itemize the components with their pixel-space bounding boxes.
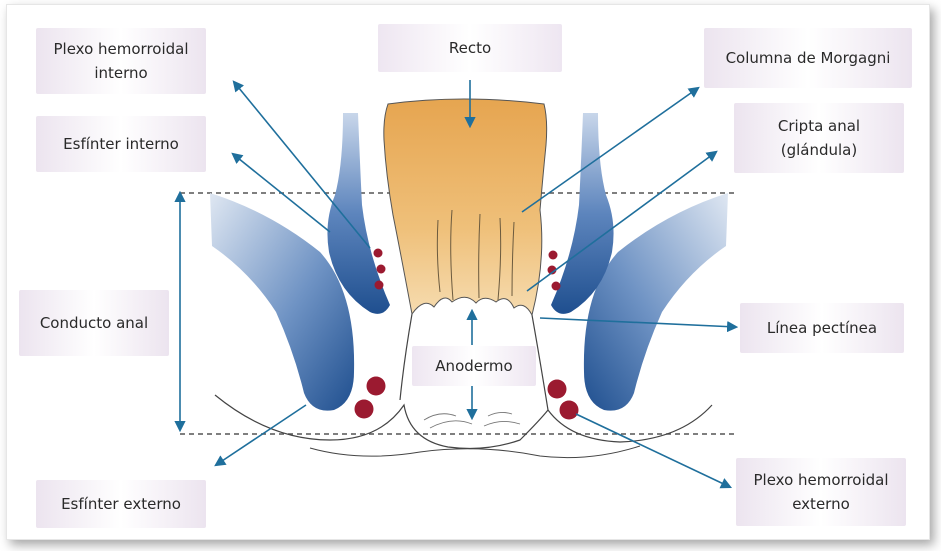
arrow-columna-morgagni	[522, 88, 698, 212]
label-cripta-anal: Cripta anal (glándula)	[734, 103, 904, 173]
label-linea-pectinea: Línea pectínea	[740, 303, 904, 353]
label-plexo-hemorroidal-interno: Plexo hemorroidal interno	[36, 28, 206, 94]
label-columna-de-morgagni: Columna de Morgagni	[704, 28, 912, 88]
rectum	[384, 99, 547, 315]
arrow-plexo-externo	[576, 414, 730, 487]
external-plexus-right	[548, 380, 579, 420]
perianal-skin-bottom	[310, 446, 640, 458]
label-anodermo: Anodermo	[412, 346, 536, 386]
label-conducto-anal: Conducto anal	[19, 290, 169, 356]
label-recto: Recto	[378, 24, 562, 72]
label-esfinter-externo: Esfínter externo	[36, 480, 206, 528]
label-esfinter-interno: Esfínter interno	[36, 116, 206, 172]
label-plexo-hemorroidal-externo: Plexo hemorroidal externo	[736, 458, 906, 526]
external-plexus-left	[355, 377, 386, 419]
